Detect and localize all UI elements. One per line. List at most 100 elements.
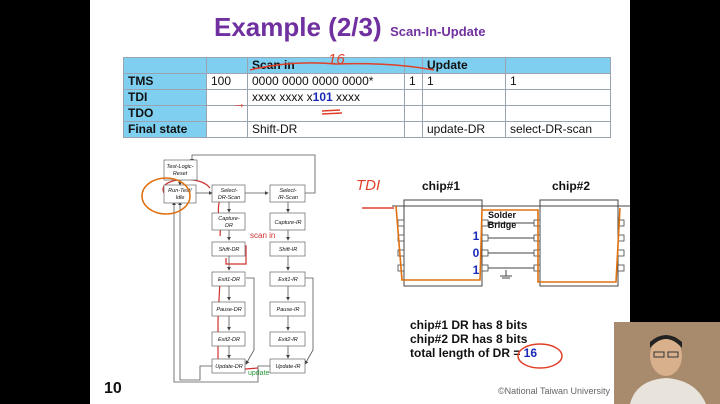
row-label: TMS — [123, 73, 207, 90]
table-cell: select-DR-scan — [505, 121, 611, 138]
row-label: TDI — [123, 89, 207, 106]
chip2-label: chip#2 — [552, 179, 590, 193]
table-cell: 1 — [404, 73, 423, 90]
state-label: Update-DR — [215, 364, 243, 370]
copyright-footer: ©National Taiwan University — [498, 386, 611, 396]
state-label: Pause-DR — [216, 307, 241, 313]
tdi-pre: xxxx xxxx x — [252, 90, 313, 104]
state-label: IR-Scan — [278, 195, 298, 201]
state-label: Shift-IR — [279, 247, 297, 253]
header-cell — [505, 57, 611, 74]
state-label: Select- — [279, 188, 296, 194]
header-cell — [123, 57, 207, 74]
scan-table: Scan in Update TMS 100 0000 0000 0000 00… — [123, 57, 611, 138]
state-label: Idle — [176, 195, 185, 201]
chip1-body — [403, 199, 483, 287]
state-label: Run-Test/ — [168, 188, 192, 194]
note-line: total length of DR = 16 — [410, 346, 537, 360]
header-cell: Update — [422, 57, 506, 74]
table-cell: xxxx xxxx x101 xxxx — [247, 89, 405, 106]
table-cell — [505, 89, 611, 106]
bit-value: 1 — [473, 263, 480, 277]
state-pause-ir — [269, 301, 306, 317]
table-cell: Shift-DR — [247, 121, 405, 138]
chip2-body — [539, 199, 619, 287]
bridge-label: Bridge — [488, 220, 517, 230]
table-cell — [206, 89, 248, 106]
page-number: 10 — [104, 380, 122, 397]
state-reset — [163, 159, 198, 181]
table-cell — [404, 89, 423, 106]
table-cell: update-DR — [422, 121, 506, 138]
state-pause-dr — [211, 301, 246, 317]
state-shift-ir — [269, 241, 306, 257]
table-cell — [422, 105, 506, 122]
table-cell — [404, 121, 423, 138]
state-label: Exit2-IR — [278, 337, 298, 343]
table-header-row: Scan in Update — [123, 57, 611, 74]
note-line: chip#2 DR has 8 bits — [410, 332, 528, 346]
state-label: Exit1-IR — [278, 277, 298, 283]
table-cell — [247, 105, 405, 122]
slide-title: Example (2/3) Scan-In-Update — [214, 12, 514, 43]
chip1-label: chip#1 — [422, 179, 460, 193]
speaker-video — [614, 322, 720, 404]
tdi-highlight: 101 — [312, 90, 333, 104]
state-label: Reset — [173, 171, 188, 177]
state-label: DR — [225, 223, 233, 229]
note-line: chip#1 DR has 8 bits — [410, 318, 528, 332]
state-update-dr — [211, 358, 246, 374]
table-cell: 1 — [505, 73, 611, 90]
state-shift-dr — [211, 241, 246, 257]
table-cell — [206, 121, 248, 138]
dr-total-value: 16 — [523, 346, 538, 360]
row-label: Final state — [123, 121, 207, 138]
header-cell: Scan in — [247, 57, 405, 74]
table-cell: 1 — [422, 73, 506, 90]
state-label: Exit1-DR — [218, 277, 240, 283]
state-label: Select- — [220, 188, 237, 194]
speaker-silhouette — [614, 322, 720, 404]
table-cell — [505, 105, 611, 122]
table-cell: 0000 0000 0000 0000* — [247, 73, 405, 90]
table-cell: 100 — [206, 73, 248, 90]
state-capture-dr — [211, 212, 246, 231]
state-label: Update-IR — [275, 364, 300, 370]
table-row: Final state Shift-DR update-DR select-DR… — [123, 121, 611, 138]
state-label: Test-Logic- — [166, 164, 193, 170]
state-exit2-dr — [211, 331, 246, 347]
header-cell — [206, 57, 248, 74]
annotation-update: update — [248, 370, 270, 377]
title-sub: Scan-In-Update — [390, 24, 486, 39]
table-cell — [404, 105, 423, 122]
state-exit2-ir — [269, 331, 306, 347]
header-cell — [404, 57, 423, 74]
state-select-dr — [211, 184, 246, 203]
chip-chain-diagram: TDI chip#1 chip#2 Solder Bridge 1 0 1 — [356, 177, 630, 287]
bit-value: 1 — [473, 229, 480, 243]
ground-symbol — [500, 270, 512, 279]
state-update-ir — [269, 358, 306, 374]
annotation-tdi: TDI — [356, 177, 380, 194]
bridge-label: Solder — [488, 210, 517, 220]
state-select-ir — [269, 184, 306, 203]
slide: Example (2/3) Scan-In-Update Scan in Upd… — [90, 0, 630, 404]
table-cell — [422, 89, 506, 106]
dr-length-note: chip#1 DR has 8 bits chip#2 DR has 8 bit… — [410, 318, 537, 360]
tdi-post: xxxx — [332, 90, 361, 104]
table-row: TDO — [123, 105, 611, 122]
state-exit1-ir — [269, 271, 306, 287]
state-label: Pause-IR — [277, 307, 300, 313]
state-capture-ir — [269, 212, 306, 231]
tap-state-diagram: Test-Logic- Reset Run-Test/ Idle Select-… — [162, 154, 316, 383]
bit-value: 0 — [473, 246, 480, 260]
row-label: TDO — [123, 105, 207, 122]
state-label: Shift-DR — [219, 247, 240, 253]
table-row: TDI xxxx xxxx x101 xxxx — [123, 89, 611, 106]
note-text: total length of DR = — [410, 346, 524, 360]
state-label: Capture-IR — [275, 220, 302, 226]
state-exit1-dr — [211, 271, 246, 287]
state-label: Exit2-DR — [218, 337, 240, 343]
annotation-scan-in: scan in — [250, 231, 275, 240]
table-cell — [206, 105, 248, 122]
